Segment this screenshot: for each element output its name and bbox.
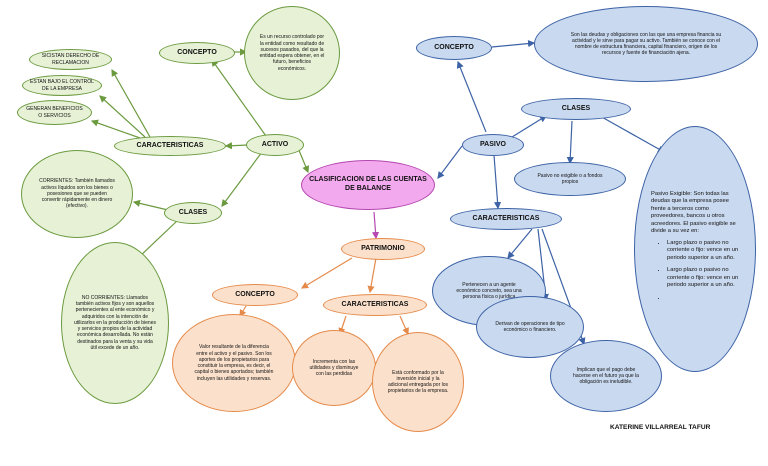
link-patrimonio-caracteristicas — [367, 257, 377, 294]
activo-caracteristicas-node: CARACTERISTICAS — [114, 136, 226, 156]
activo-concepto-text: Es un recurso controlado por la entidad … — [259, 34, 325, 72]
pasivo-caracteristicas-label: CARACTERISTICAS — [472, 214, 540, 222]
pasivo-exigible-content: Pasivo Exigible: Son todas las deudas qu… — [641, 191, 749, 308]
link-activo-concepto — [211, 59, 267, 137]
link-activo-center — [297, 147, 310, 174]
center-title: CLASIFICACION DE LAS CUENTAS DE BALANCE — [309, 176, 427, 192]
link-concepto-text — [491, 39, 536, 48]
patrimonio-caracteristicas-node: CARACTERISTICAS — [323, 294, 427, 316]
activo-concepto-label: CONCEPTO — [177, 48, 217, 56]
activo-caracteristica-2-text: ESTAN BAJO EL CONTROL DE LA EMPRESA — [30, 79, 94, 92]
link-pasivo-caracteristicas — [493, 154, 502, 210]
link-pasivo-center — [437, 145, 463, 179]
patrimonio-node: PATRIMONIO — [341, 238, 425, 260]
patrimonio-caracteristica-2: Está conformado por la inversión inicial… — [372, 332, 464, 432]
activo-concepto-node: CONCEPTO — [159, 42, 235, 64]
pasivo-noexigible-node: Pasivo no exigible o a fondos propios — [514, 162, 626, 196]
link-car-2 — [99, 95, 146, 138]
pasivo-concepto-label: CONCEPTO — [434, 43, 474, 51]
activo-concepto-text-node: Es un recurso controlado por la entidad … — [244, 6, 340, 100]
pasivo-concepto-text-node: Son las deudas y obligaciones con las qu… — [534, 6, 758, 82]
patrimonio-caracteristicas-label: CARACTERISTICAS — [341, 300, 409, 308]
pasivo-clases-node: CLASES — [521, 98, 631, 120]
link-car-3 — [90, 119, 141, 139]
link-activo-caracteristicas — [224, 142, 249, 150]
patrimonio-concepto-text: Valor resultante de la diferencia entre … — [194, 344, 274, 382]
patrimonio-caracteristica-1: Incrementa con las utilidades y disminuy… — [292, 330, 376, 406]
link-car-1 — [507, 228, 533, 259]
link-clases-exigible — [599, 115, 666, 153]
patrimonio-concepto-text-node: Valor resultante de la diferencia entre … — [172, 314, 296, 412]
pasivo-exigible-list: Largo plazo o pasivo no corriente o fijo… — [651, 240, 739, 303]
pasivo-concepto-node: CONCEPTO — [416, 36, 492, 60]
patrimonio-concepto-node: CONCEPTO — [212, 284, 298, 306]
pasivo-exigible-node: Pasivo Exigible: Son todas las deudas qu… — [634, 126, 756, 372]
activo-caracteristica-3: GENERAN BENEFICIOS O SERVICIOS — [17, 100, 92, 125]
link-pasivo-clases — [511, 115, 548, 138]
activo-label: ACTIVO — [261, 140, 289, 148]
activo-nocorrientes-node: NO CORRIENTES: Llamados también activos … — [61, 242, 169, 404]
pasivo-clases-label: CLASES — [561, 104, 591, 112]
author-name: KATERINE VILLARREAL TAFUR — [610, 424, 711, 431]
pasivo-caracteristica-1-text: Pertenecen a un agente económico concret… — [456, 281, 522, 301]
activo-caracteristica-2: ESTAN BAJO EL CONTROL DE LA EMPRESA — [22, 75, 102, 96]
activo-caracteristicas-label: CARACTERISTICAS — [136, 141, 204, 149]
link-clases-noexigible — [566, 120, 574, 165]
pasivo-caracteristica-2: Derivan de operaciones de tipo económico… — [476, 296, 584, 358]
activo-caracteristica-1: SICISTAN DERECHO DE RECLAMACION — [29, 49, 112, 70]
activo-corrientes-text: CORRIENTES: También llamados activos líq… — [39, 178, 115, 210]
activo-caracteristica-1-text: SICISTAN DERECHO DE RECLAMACION — [41, 53, 100, 66]
pasivo-exigible-intro: Pasivo Exigible: Son todas las deudas qu… — [651, 190, 736, 235]
pasivo-caracteristicas-node: CARACTERISTICAS — [450, 208, 562, 230]
pasivo-caracteristica-3-text: Implican que el pago debe hacerse en el … — [573, 366, 639, 386]
link-pasivo-concepto — [456, 60, 487, 133]
pasivo-caracteristica-2-text: Derivan de operaciones de tipo económico… — [495, 320, 565, 333]
pasivo-label: PASIVO — [480, 140, 506, 148]
patrimonio-caracteristica-2-text: Está conformado por la inversión inicial… — [387, 369, 449, 395]
activo-node: ACTIVO — [246, 134, 304, 156]
link-patrimonio-concepto — [300, 257, 353, 289]
pasivo-concepto-text: Son las deudas y obligaciones con las qu… — [570, 31, 722, 57]
pasivo-node: PASIVO — [462, 134, 524, 156]
patrimonio-caracteristica-1-text: Incrementa con las utilidades y disminuy… — [309, 358, 359, 378]
center-title-node: CLASIFICACION DE LAS CUENTAS DE BALANCE — [301, 160, 435, 210]
activo-clases-node: CLASES — [164, 202, 222, 224]
activo-nocorrientes-text: NO CORRIENTES: Llamados también activos … — [74, 294, 156, 351]
activo-caracteristica-3-text: GENERAN BENEFICIOS O SERVICIOS — [26, 106, 83, 119]
link-clases-nocorrientes — [137, 219, 179, 259]
pasivo-exigible-item: Largo plazo o pasivo no corriente o fijo… — [667, 267, 739, 290]
pasivo-noexigible-text: Pasivo no exigible o a fondos propios — [537, 172, 603, 185]
link-clases-corrientes — [132, 199, 169, 211]
patrimonio-concepto-label: CONCEPTO — [235, 290, 275, 298]
activo-clases-label: CLASES — [178, 208, 208, 216]
pasivo-exigible-item — [667, 295, 739, 303]
link-car-2 — [399, 315, 409, 336]
link-car-1 — [111, 68, 151, 138]
link-activo-clases — [221, 151, 263, 207]
patrimonio-label: PATRIMONIO — [361, 244, 405, 252]
link-center-patrimonio — [371, 211, 380, 240]
pasivo-caracteristica-3: Implican que el pago debe hacerse en el … — [550, 340, 662, 412]
activo-corrientes-node: CORRIENTES: También llamados activos líq… — [21, 150, 133, 238]
pasivo-exigible-item: Largo plazo o pasivo no corriente o fijo… — [667, 240, 739, 263]
